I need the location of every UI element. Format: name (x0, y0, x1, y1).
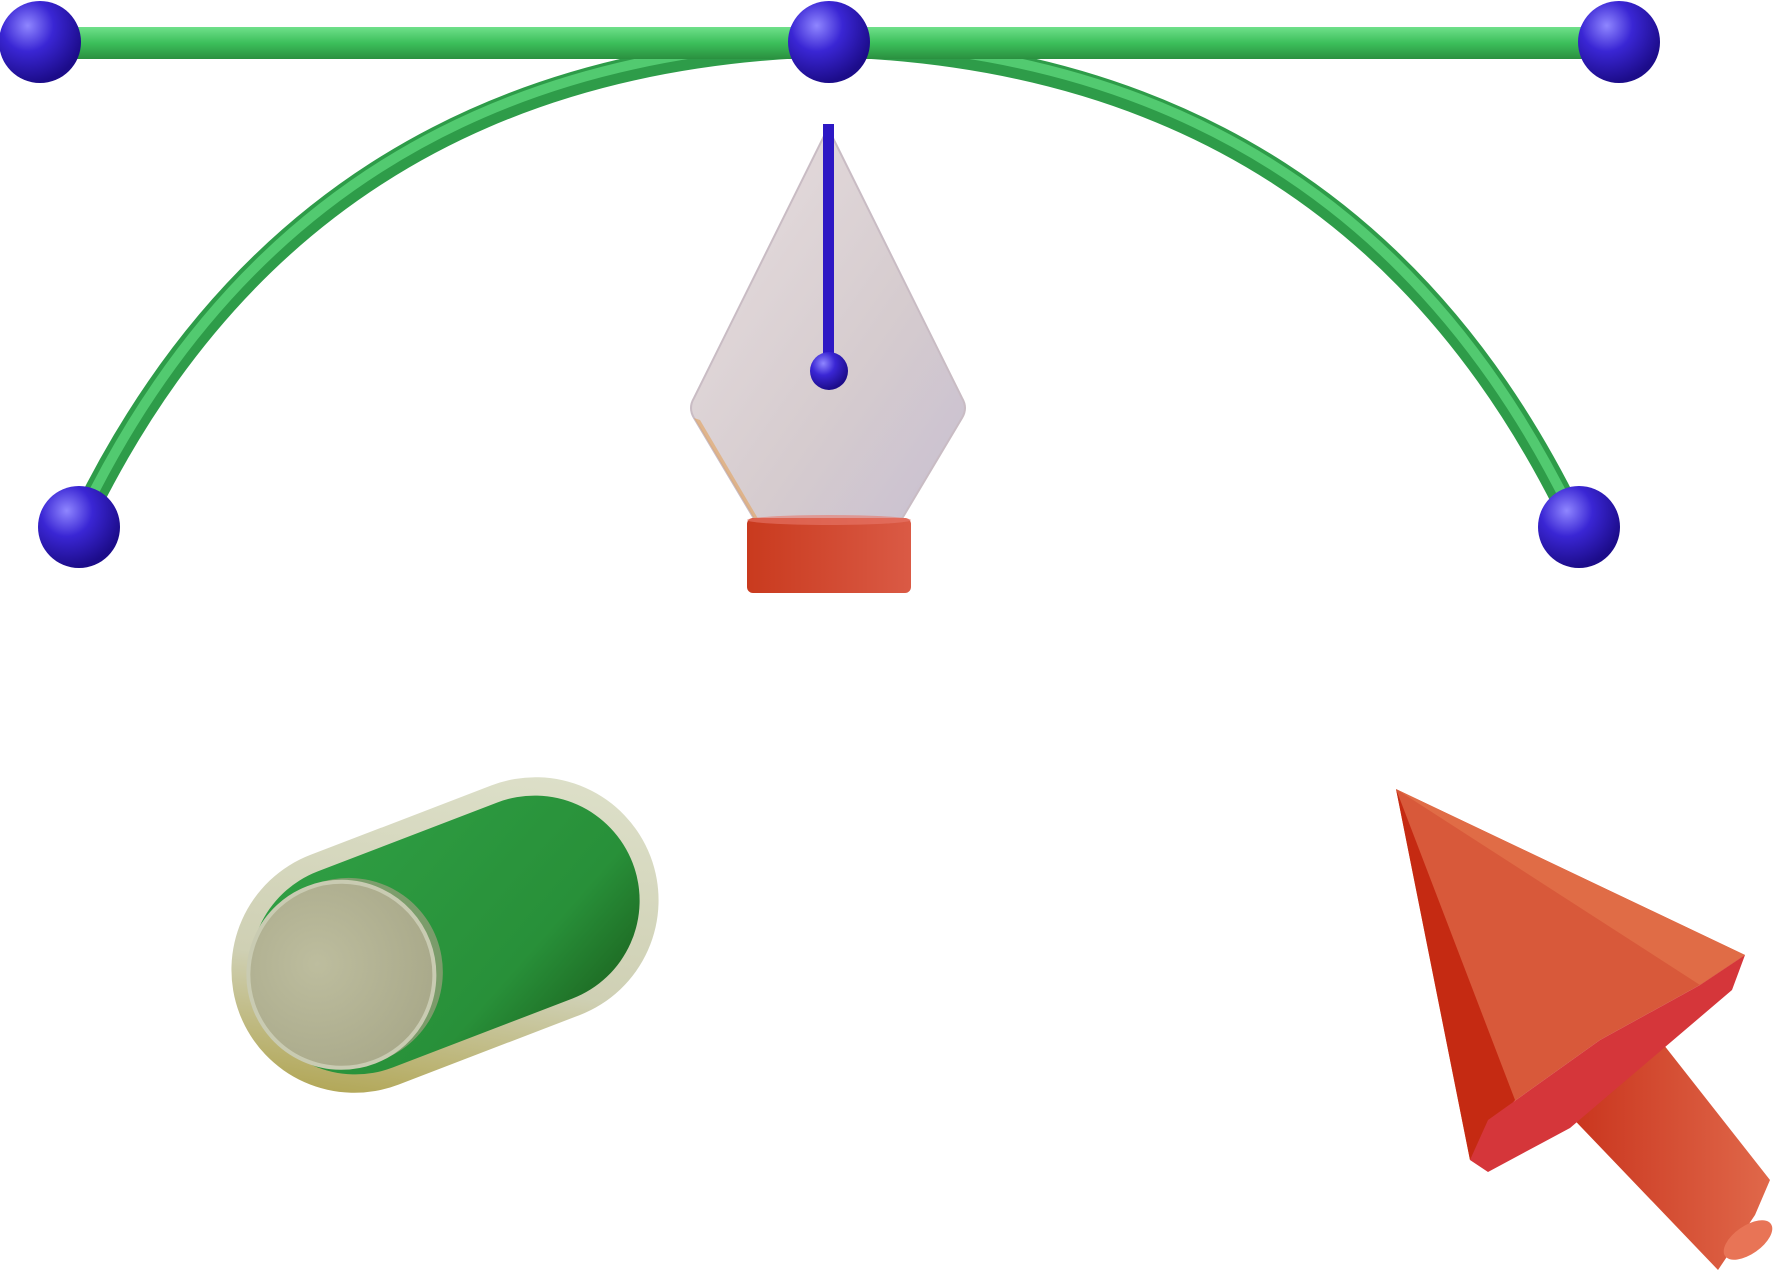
toggle-knob (246, 879, 437, 1070)
cursor-head-top-face (1396, 789, 1745, 985)
toggle-switch-icon (231, 777, 659, 1093)
anchor-point-bottom-left (38, 486, 120, 568)
pen-nib-edge (694, 418, 760, 522)
pen-tool-icon (690, 124, 966, 593)
anchor-point-top-center (788, 1, 870, 83)
cursor-head-bevel (1470, 955, 1745, 1172)
pen-slit (823, 124, 834, 372)
cursor-shaft-end (1723, 1220, 1773, 1260)
cursor-arrow-icon (1396, 789, 1773, 1270)
pen-breather-hole (810, 352, 848, 390)
bezier-curve-icon (0, 1, 1660, 568)
pen-band (747, 518, 911, 593)
cursor-head-left-face (1396, 789, 1515, 1160)
anchor-point-top-right (1578, 1, 1660, 83)
pen-band-top (747, 515, 911, 525)
anchor-point-bottom-right (1538, 486, 1620, 568)
anchor-point-top-left (0, 1, 81, 83)
cursor-shaft (1560, 1040, 1770, 1270)
